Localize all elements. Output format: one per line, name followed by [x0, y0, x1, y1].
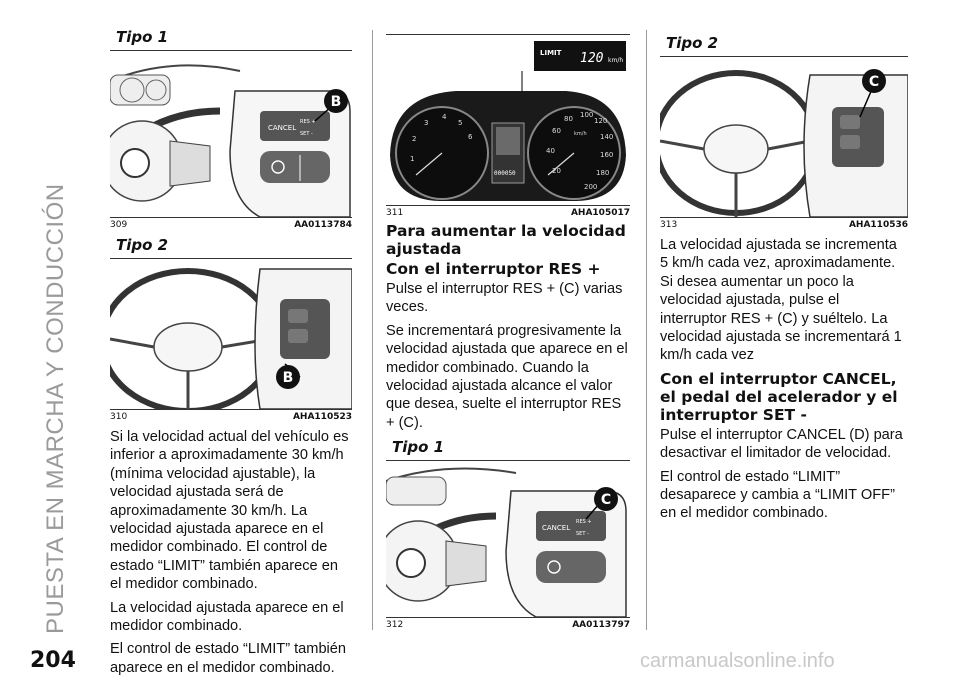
- set-label: SET -: [576, 531, 589, 537]
- paragraph: El control de estado “LIMIT” también apa…: [110, 641, 347, 676]
- figure-number: 310: [110, 412, 128, 422]
- callout-badge-c: C: [594, 487, 618, 512]
- column-divider: [372, 30, 373, 630]
- callout-badge-b: B: [324, 89, 348, 113]
- column-divider: [646, 30, 647, 630]
- paragraph: Si la velocidad actual del vehículo es i…: [110, 429, 349, 593]
- figure-code: AHA105017: [570, 208, 630, 218]
- svg-text:B: B: [283, 370, 294, 386]
- res-label: RES +: [300, 119, 316, 125]
- figure-title: Tipo 1: [392, 438, 445, 457]
- svg-text:140: 140: [600, 133, 613, 141]
- limit-speed: 120: [580, 51, 604, 66]
- svg-text:120: 120: [594, 117, 607, 125]
- figure-code: AHA110536: [848, 220, 908, 230]
- callout-badge-b: B: [276, 365, 300, 389]
- svg-text:100: 100: [580, 111, 593, 119]
- section-heading: Para aumentar la velocidad ajustada: [386, 222, 626, 258]
- limit-unit: km/h: [608, 57, 623, 64]
- body-text: Pulse el interruptor CANCEL (D) para des…: [660, 426, 908, 523]
- section-heading: Con el interruptor CANCEL, el pedal del …: [660, 369, 898, 424]
- steering-wheel-type2-illustration: C: [660, 57, 908, 217]
- body-text: Pulse el interruptor RES + (C) varias ve…: [386, 280, 630, 432]
- column-1: Tipo 1 CANCEL RES + SET - B: [110, 24, 352, 682]
- steering-wheel-type2-illustration: B: [110, 259, 352, 409]
- figure-number: 311: [386, 208, 404, 218]
- body-text: Si la velocidad actual del vehículo es i…: [110, 428, 352, 677]
- svg-text:C: C: [601, 492, 611, 508]
- speedometer-unit: km/h: [574, 131, 587, 137]
- figure-number: 313: [660, 220, 678, 230]
- svg-text:6: 6: [468, 133, 473, 141]
- odometer: 000050: [494, 170, 516, 177]
- res-label: RES +: [576, 519, 592, 525]
- figure-number: 309: [110, 220, 128, 230]
- paragraph: Pulse el interruptor RES + (C) varias ve…: [386, 281, 623, 316]
- svg-text:180: 180: [596, 169, 609, 177]
- side-title-text: PUESTA EN MARCHA Y CONDUCCIÓN: [42, 183, 69, 634]
- svg-text:4: 4: [442, 113, 447, 121]
- svg-text:20: 20: [552, 167, 561, 175]
- paragraph: Pulse el interruptor CANCEL (D) para des…: [660, 426, 903, 462]
- watermark: carmanualsonline.info: [640, 650, 835, 672]
- svg-text:60: 60: [552, 127, 561, 135]
- paragraph: El control de estado “LIMIT” desaparece …: [660, 468, 895, 522]
- limit-label: LIMIT: [540, 49, 562, 57]
- figure-caption: 309 AA0113784: [110, 220, 352, 230]
- set-label: SET -: [300, 131, 313, 137]
- steering-wheel-type1-illustration: CANCEL RES + SET - C: [386, 461, 630, 618]
- steering-wheel-type1-illustration: CANCEL RES + SET - B: [110, 51, 352, 217]
- column-3: Tipo 2 C 313 AHA110536 La velocidad ajus…: [660, 24, 908, 528]
- svg-text:80: 80: [564, 115, 573, 123]
- figure-code: AHA110523: [292, 412, 352, 422]
- figure-number: 312: [386, 620, 404, 631]
- page-number: 204: [30, 648, 76, 673]
- figure-caption: 313 AHA110536: [660, 220, 908, 230]
- paragraph: Se incrementará progresivamente la veloc…: [386, 322, 628, 431]
- svg-text:3: 3: [424, 119, 428, 127]
- figure-code: AA0113784: [294, 220, 352, 230]
- svg-text:160: 160: [600, 151, 613, 159]
- svg-text:40: 40: [546, 147, 555, 155]
- svg-text:5: 5: [458, 119, 462, 127]
- svg-text:1: 1: [410, 155, 414, 163]
- cancel-label: CANCEL: [268, 124, 296, 132]
- figure-313: C: [660, 56, 908, 218]
- figure-code: AA0113797: [572, 620, 630, 631]
- cancel-label: CANCEL: [542, 524, 570, 532]
- figure-caption: 311 AHA105017: [386, 208, 630, 218]
- paragraph: La velocidad ajustada aparece en el medi…: [110, 599, 344, 635]
- figure-title: Tipo 2: [116, 236, 169, 254]
- figure-310: B: [110, 258, 352, 410]
- figure-312: CANCEL RES + SET - C: [386, 460, 630, 619]
- svg-text:B: B: [331, 94, 342, 110]
- body-text: La velocidad ajustada se incrementa 5 km…: [660, 236, 908, 365]
- figure-title: Tipo 1: [116, 28, 169, 46]
- section-side-title: PUESTA EN MARCHA Y CONDUCCIÓN: [12, 14, 69, 634]
- svg-text:2: 2: [412, 135, 416, 143]
- subsection-heading: Con el interruptor RES +: [386, 260, 601, 278]
- figure-caption: 310 AHA110523: [110, 412, 352, 422]
- svg-text:C: C: [869, 74, 879, 90]
- callout-badge-c: C: [862, 69, 886, 93]
- figure-caption: 312 AA0113797: [386, 620, 630, 630]
- figure-title: Tipo 2: [666, 34, 719, 52]
- figure-309: CANCEL RES + SET - B: [110, 50, 352, 218]
- svg-text:200: 200: [584, 183, 597, 191]
- paragraph: La velocidad ajustada se incrementa 5 km…: [660, 237, 902, 364]
